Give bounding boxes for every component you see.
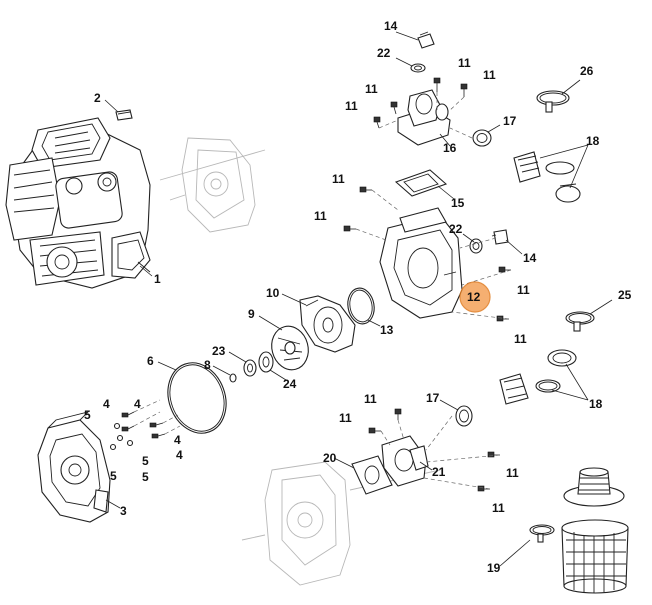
hose-connector-lower-icon[interactable] xyxy=(499,349,577,405)
label-4a[interactable]: 4 xyxy=(103,397,110,411)
label-17-top[interactable]: 17 xyxy=(503,114,517,128)
shaft-seal-icon[interactable] xyxy=(243,359,257,377)
label-11-j[interactable]: 11 xyxy=(339,411,352,425)
label-14-top[interactable]: 14 xyxy=(384,19,398,33)
label-14-right[interactable]: 14 xyxy=(523,251,537,265)
label-11-k[interactable]: 11 xyxy=(506,466,519,480)
seal-ring-icon[interactable] xyxy=(469,238,483,254)
label-15[interactable]: 15 xyxy=(451,196,465,210)
seal-ring-17-lower-icon[interactable] xyxy=(455,405,473,427)
label-10[interactable]: 10 xyxy=(266,286,280,300)
label-8[interactable]: 8 xyxy=(204,358,211,372)
label-5a[interactable]: 5 xyxy=(84,408,91,422)
label-23[interactable]: 23 xyxy=(212,344,226,358)
label-9[interactable]: 9 xyxy=(248,307,255,321)
top-seal-ring-icon[interactable] xyxy=(410,63,426,73)
label-25[interactable]: 25 xyxy=(618,288,632,302)
label-22-right[interactable]: 22 xyxy=(449,222,463,236)
label-17-lower[interactable]: 17 xyxy=(426,391,440,405)
label-1[interactable]: 1 xyxy=(154,272,161,286)
top-plug-icon[interactable] xyxy=(417,31,435,49)
label-11-g[interactable]: 11 xyxy=(517,283,530,297)
label-3[interactable]: 3 xyxy=(120,504,127,518)
label-13[interactable]: 13 xyxy=(380,323,394,337)
key-icon[interactable] xyxy=(115,109,133,121)
label-22-top[interactable]: 22 xyxy=(377,46,391,60)
hose-clamp-26-icon[interactable] xyxy=(536,90,570,113)
bolts-11[interactable] xyxy=(343,77,511,492)
pump-casing-icon[interactable] xyxy=(379,207,463,319)
bolt-group-4-5[interactable] xyxy=(109,411,166,451)
label-12[interactable]: 12 xyxy=(467,290,481,304)
engine-icon[interactable] xyxy=(5,117,151,289)
label-20[interactable]: 20 xyxy=(323,451,337,465)
label-11-c[interactable]: 11 xyxy=(483,68,496,82)
label-21[interactable]: 21 xyxy=(432,465,446,479)
o-ring-13-icon[interactable] xyxy=(345,286,377,326)
ghost-pump-housing-top xyxy=(159,137,266,233)
label-18-lower[interactable]: 18 xyxy=(589,397,603,411)
label-4b[interactable]: 4 xyxy=(134,397,141,411)
small-o-ring-icon[interactable] xyxy=(229,373,237,383)
o-ring-icon[interactable] xyxy=(158,355,235,442)
label-4d[interactable]: 4 xyxy=(176,448,183,462)
label-5c[interactable]: 5 xyxy=(110,469,117,483)
hose-clamp-19-icon[interactable] xyxy=(529,524,555,543)
mechanical-seal-icon[interactable] xyxy=(258,351,274,373)
label-11-d[interactable]: 11 xyxy=(345,99,358,113)
assembly-lines xyxy=(133,92,512,490)
pump-housing-icon[interactable] xyxy=(37,411,111,523)
label-24[interactable]: 24 xyxy=(283,377,297,391)
label-leaders xyxy=(104,31,613,567)
seal-ring-17-top-icon[interactable] xyxy=(472,129,492,147)
part-labels: 1 2 3 4 4 4 4 5 5 5 5 6 8 9 10 11 11 11 … xyxy=(84,19,632,575)
label-11-e[interactable]: 11 xyxy=(332,172,345,186)
label-5d[interactable]: 5 xyxy=(142,470,149,484)
label-11-h[interactable]: 11 xyxy=(514,332,527,346)
outlet-flange-icon[interactable] xyxy=(397,89,451,146)
label-11-b[interactable]: 11 xyxy=(458,56,471,70)
label-4c[interactable]: 4 xyxy=(174,433,181,447)
label-6[interactable]: 6 xyxy=(147,354,154,368)
label-11-l[interactable]: 11 xyxy=(492,501,505,515)
label-2[interactable]: 2 xyxy=(94,91,101,105)
label-16[interactable]: 16 xyxy=(443,141,457,155)
volute-icon[interactable] xyxy=(299,295,356,353)
plug-icon[interactable] xyxy=(491,229,509,245)
hose-connector-upper-icon[interactable] xyxy=(513,151,581,203)
label-11-i[interactable]: 11 xyxy=(364,392,377,406)
label-19[interactable]: 19 xyxy=(487,561,501,575)
label-5b[interactable]: 5 xyxy=(142,454,149,468)
label-11-a[interactable]: 11 xyxy=(365,82,378,96)
gasket-20-icon[interactable] xyxy=(351,455,393,495)
hose-clamp-25-icon[interactable] xyxy=(565,311,595,332)
label-26[interactable]: 26 xyxy=(580,64,594,78)
selected-part-highlight[interactable] xyxy=(459,281,491,313)
label-11-f[interactable]: 11 xyxy=(314,209,327,223)
gasket-15-icon[interactable] xyxy=(394,169,448,197)
label-18-top[interactable]: 18 xyxy=(586,134,600,148)
strainer-icon[interactable] xyxy=(561,467,629,594)
impeller-icon[interactable] xyxy=(267,322,313,374)
